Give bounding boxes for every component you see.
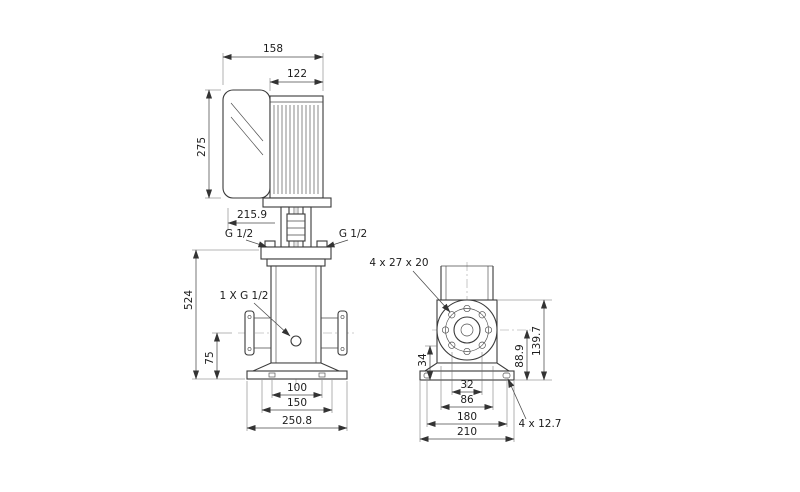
dim-height-port-center: 75 bbox=[204, 351, 216, 364]
terminal-box bbox=[222, 89, 271, 199]
dim-height-motor: 275 bbox=[196, 137, 208, 157]
dim-width-motor: 122 bbox=[287, 68, 307, 80]
front-base bbox=[246, 362, 348, 380]
dim-base-plate-holes: 4 x 12.7 bbox=[519, 418, 562, 430]
drain-port bbox=[290, 335, 302, 347]
dim-port-left: G 1/2 bbox=[225, 228, 253, 240]
dim-height-coupling: 215.9 bbox=[237, 209, 267, 221]
dim-base-width-overall: 250.8 bbox=[282, 415, 312, 427]
side-base bbox=[419, 362, 515, 381]
dim-base-height: 34 bbox=[417, 353, 429, 367]
coupling bbox=[280, 206, 312, 248]
motor-fins bbox=[273, 105, 319, 194]
pump-head bbox=[260, 240, 332, 267]
dim-drain-port: 1 X G 1/2 bbox=[220, 290, 269, 302]
front-dimensions: 158 122 275 215.9 G 1/2 G 1/2 52 bbox=[183, 43, 367, 432]
side-view: 4 x 27 x 20 34 88.9 139.7 32 86 bbox=[369, 257, 562, 443]
dim-port-right: G 1/2 bbox=[339, 228, 367, 240]
dim-base-width-inner: 100 bbox=[287, 382, 307, 394]
side-dimensions: 4 x 27 x 20 34 88.9 139.7 32 86 bbox=[369, 257, 562, 443]
dim-width-overall: 158 bbox=[263, 43, 283, 55]
dim-base-width-bolt: 150 bbox=[287, 397, 307, 409]
motor-body bbox=[262, 95, 332, 208]
dim-flange-top-height: 139.7 bbox=[531, 326, 543, 356]
dim-height-overall: 524 bbox=[183, 290, 195, 310]
front-view: 158 122 275 215.9 G 1/2 G 1/2 52 bbox=[183, 43, 367, 432]
dim-base-bolt-spacing: 180 bbox=[457, 411, 477, 423]
flange-face bbox=[436, 299, 498, 361]
dim-base-slot-spacing: 32 bbox=[460, 379, 473, 391]
side-flanges bbox=[244, 310, 348, 356]
chamber-stack bbox=[270, 265, 322, 364]
dim-side-base-width-overall: 210 bbox=[457, 426, 477, 438]
pump-column bbox=[440, 265, 494, 303]
dim-flange-holes: 4 x 27 x 20 bbox=[369, 257, 428, 269]
dim-base-slot-outer: 86 bbox=[460, 394, 474, 406]
dim-port-center-height: 88.9 bbox=[514, 344, 526, 367]
flange-bolt-holes bbox=[441, 304, 493, 356]
